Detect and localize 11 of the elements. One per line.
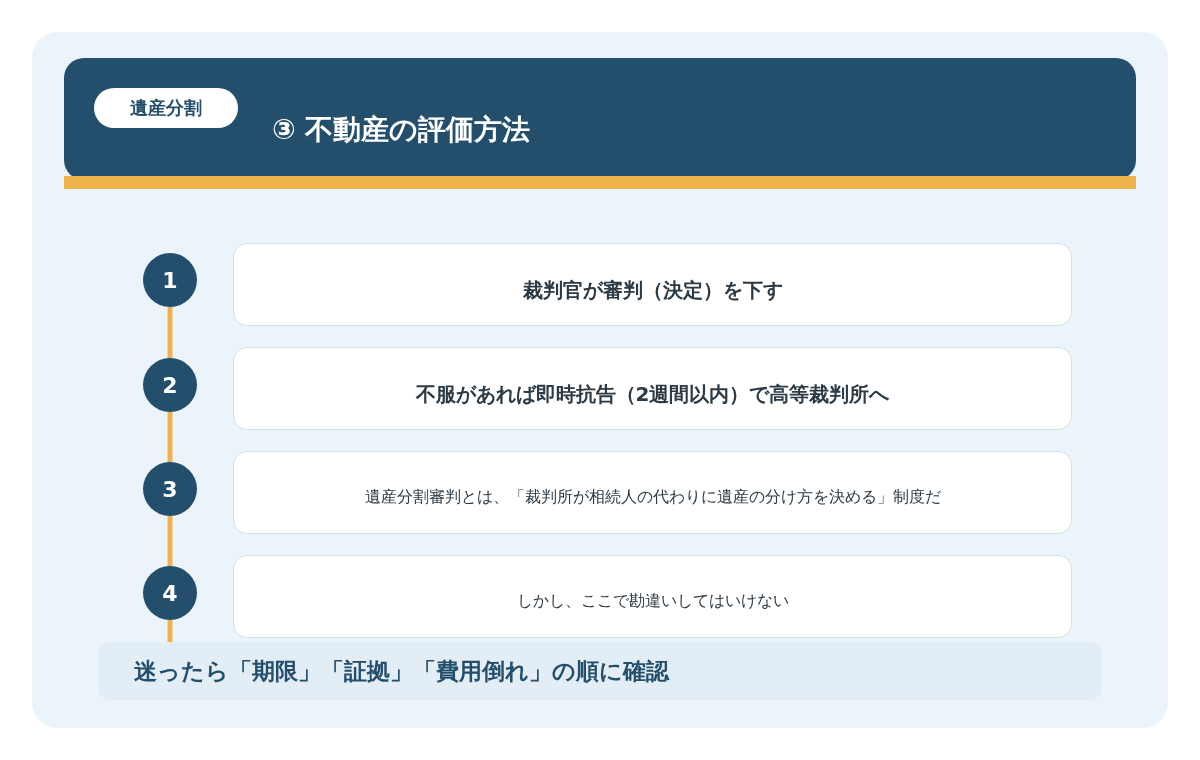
step-card: 不服があれば即時抗告（2週間以内）で高等裁判所へ (233, 347, 1072, 430)
timeline-connector (167, 412, 173, 462)
step-card: しかし、ここで勘違いしてはいけない (233, 555, 1072, 638)
step-card: 裁判官が審判（決定）を下す (233, 243, 1072, 326)
timeline-connector (167, 307, 173, 358)
timeline-connector (167, 516, 173, 566)
category-tag: 遺産分割 (94, 88, 238, 128)
timeline-connector (167, 620, 173, 642)
page-title: ③ 不動産の評価方法 (272, 112, 531, 148)
step-card: 遺産分割審判とは、「裁判所が相続人の代わりに遺産の分け方を決める」制度だ (233, 451, 1072, 534)
summary-note: 迷ったら「期限」「証拠」「費用倒れ」の順に確認 (98, 642, 1102, 700)
